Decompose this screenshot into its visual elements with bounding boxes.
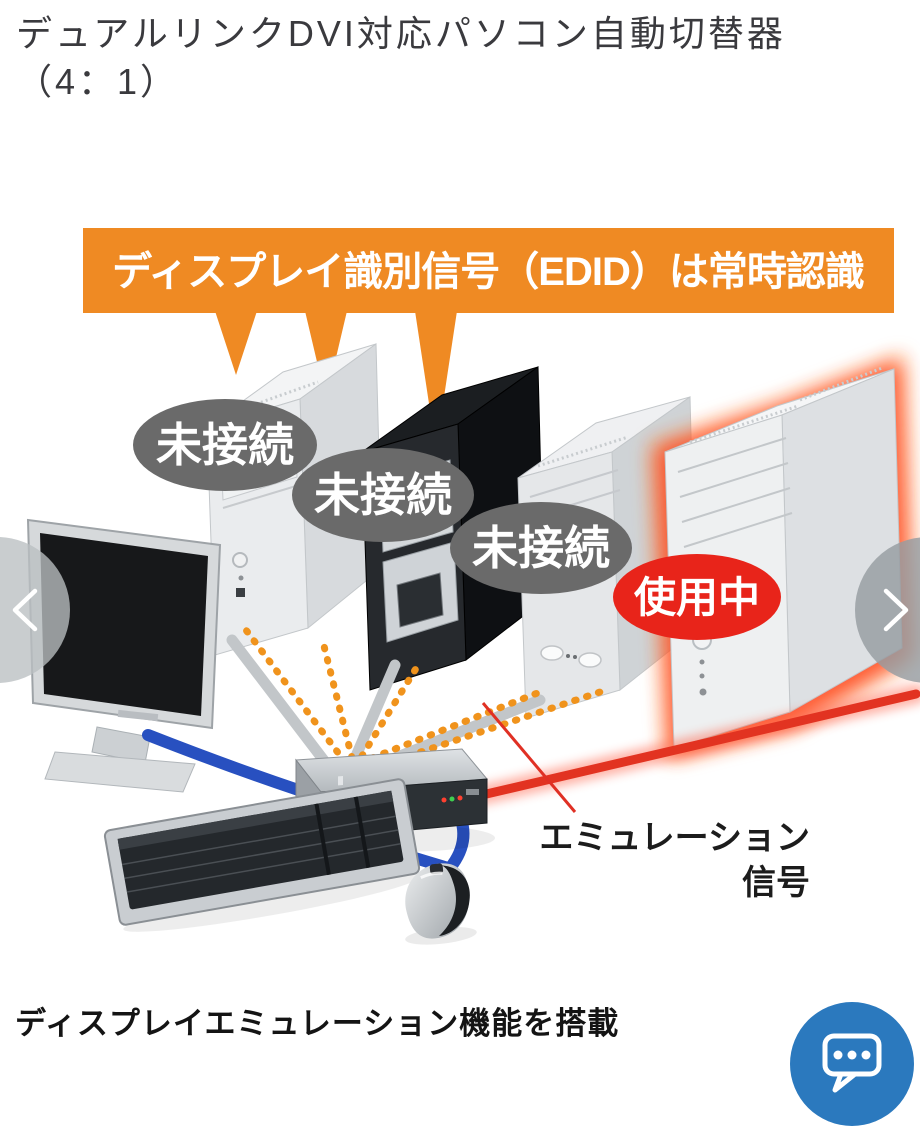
emulation-signal-arrows (236, 618, 604, 768)
pc-status-3: 未接続 (450, 502, 632, 594)
banner-pointer-2 (305, 311, 347, 400)
page-title-line1: デュアルリンクDVI対応パソコン自動切替器 (16, 13, 786, 54)
feature-caption: ディスプレイエミュレーション機能を搭載 (15, 1006, 620, 1041)
edid-banner-text: ディスプレイ識別信号（EDID）は常時認識 (112, 249, 864, 294)
page-title-line2: （4：1） (16, 61, 180, 102)
emulation-signal-line2: 信号 (742, 864, 810, 902)
chat-bubble-icon (822, 1033, 882, 1093)
banner-pointer-3 (415, 311, 457, 450)
product-illustration: ディスプレイ識別信号（EDID）は常時認識 (26, 228, 920, 945)
emulation-signal-label: エミュレーション 信号 (510, 816, 810, 906)
emulation-leader-line (481, 702, 577, 813)
pc-status-2: 未接続 (292, 448, 474, 542)
pc-status-1: 未接続 (133, 399, 317, 491)
edid-banner-background (83, 228, 894, 313)
chat-button[interactable] (790, 1002, 914, 1126)
chevron-left-icon (12, 588, 38, 632)
pc-status-1-label: 未接続 (156, 419, 294, 471)
page-title: デュアルリンクDVI対応パソコン自動切替器 （4：1） (16, 10, 906, 106)
keyboard (103, 778, 421, 932)
pc-status-3-label: 未接続 (472, 522, 610, 574)
emulation-signal-line1: エミュレーション (539, 819, 810, 857)
chevron-right-icon (883, 588, 909, 632)
mouse (405, 863, 477, 945)
monitor (26, 518, 222, 793)
pc-status-4: 使用中 (613, 554, 781, 640)
pc-status-4-label: 使用中 (634, 574, 760, 621)
edid-banner: ディスプレイ識別信号（EDID）は常時認識 (83, 228, 894, 450)
pc-status-2-label: 未接続 (314, 469, 452, 521)
red-cable (442, 684, 920, 812)
product-page: { "page": { "title_line1": "デュアルリンクDVI対応… (0, 10, 920, 1126)
banner-pointer-1 (215, 311, 257, 375)
